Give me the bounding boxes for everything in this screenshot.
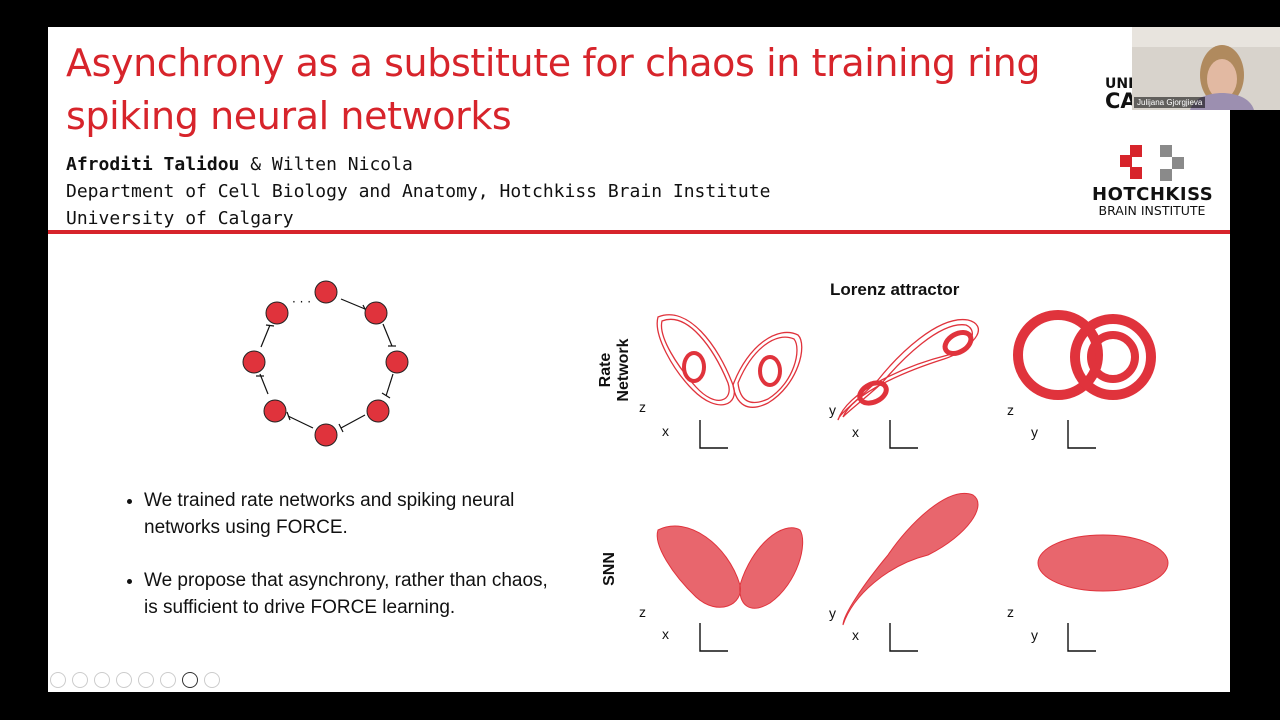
- logo-line1: HOTCHKISS: [1092, 184, 1214, 205]
- axis-label-v: z: [1007, 402, 1014, 418]
- presentation-toolbar: [50, 672, 220, 688]
- axis-label-h: x: [852, 627, 859, 643]
- axis-label-v: y: [829, 402, 836, 418]
- slide-title: Asynchrony as a substitute for chaos in …: [66, 41, 1041, 138]
- pen-icon[interactable]: [94, 672, 110, 688]
- hotchkiss-logo: HOTCHKISS BRAIN INSTITUTE: [1092, 145, 1214, 218]
- ring-node: [265, 301, 289, 325]
- bullet-list: We trained rate networks and spiking neu…: [118, 487, 548, 647]
- ring-node: [364, 301, 388, 325]
- subtitles-icon[interactable]: [160, 672, 176, 688]
- row-label-snn: SNN: [601, 539, 619, 599]
- rate-xy-figure8: [837, 319, 980, 421]
- row-label-text: Rate Network: [597, 338, 632, 402]
- axis-label-h: y: [1031, 424, 1038, 440]
- author-separator: &: [239, 154, 272, 175]
- affiliation-1: Department of Cell Biology and Anatomy, …: [66, 181, 771, 202]
- author-1: Afroditi Talidou: [66, 154, 240, 175]
- bullet-item: We propose that asynchrony, rather than …: [144, 567, 548, 621]
- affiliation-2: University of Calgary: [66, 208, 294, 229]
- snn-yz-blob: [1037, 534, 1169, 592]
- ucal-line2: CA: [1105, 89, 1137, 113]
- participant-video-icon: [1132, 27, 1280, 110]
- slide: Asynchrony as a substitute for chaos in …: [48, 27, 1230, 692]
- rate-yz-rings: [1013, 310, 1156, 400]
- authors-block: Afroditi Talidou & Wilten Nicola Departm…: [66, 151, 770, 232]
- axis-label-v: z: [1007, 604, 1014, 620]
- snn-xz-butterfly: [656, 525, 804, 609]
- axis-label-h: y: [1031, 627, 1038, 643]
- axis-label-v: y: [829, 605, 836, 621]
- lorenz-title: Lorenz attractor: [830, 280, 960, 299]
- logo-line2: BRAIN INSTITUTE: [1098, 203, 1206, 218]
- camera-icon[interactable]: [182, 672, 198, 688]
- attractor-panels: [656, 310, 1169, 652]
- ring-node: [242, 350, 266, 374]
- back-icon[interactable]: [50, 672, 66, 688]
- webcam-thumbnail[interactable]: Julijana Gjorgjieva: [1132, 27, 1280, 110]
- ring-ellipsis: · · ·: [292, 295, 311, 309]
- forward-icon[interactable]: [72, 672, 88, 688]
- bullet-item: We trained rate networks and spiking neu…: [144, 487, 548, 541]
- axis-glyphs: [699, 420, 1096, 652]
- slides-icon[interactable]: [116, 672, 132, 688]
- axis-label-v: z: [639, 604, 646, 620]
- ring-node: [385, 350, 409, 374]
- axis-label-h: x: [662, 423, 669, 439]
- axis-label-h: x: [662, 626, 669, 642]
- snn-xy-figure8: [842, 492, 979, 626]
- row-label-rate-network: Rate Network: [597, 325, 633, 415]
- zoom-icon[interactable]: [138, 672, 154, 688]
- hotchkiss-cross-icon: [1120, 145, 1184, 181]
- ring-node: [314, 280, 338, 304]
- participant-name: Julijana Gjorgjieva: [1134, 97, 1206, 108]
- ring-network-diagram: · · ·: [242, 280, 409, 447]
- axis-label-v: z: [639, 399, 646, 415]
- title-divider: [48, 230, 1230, 234]
- more-icon[interactable]: [204, 672, 220, 688]
- ring-node: [314, 423, 338, 447]
- author-2: Wilten Nicola: [271, 154, 413, 175]
- axis-label-h: x: [852, 424, 859, 440]
- rate-xz-butterfly: [656, 314, 803, 408]
- ring-node: [366, 399, 390, 423]
- ring-node: [263, 399, 287, 423]
- row-label-text: SNN: [601, 552, 618, 586]
